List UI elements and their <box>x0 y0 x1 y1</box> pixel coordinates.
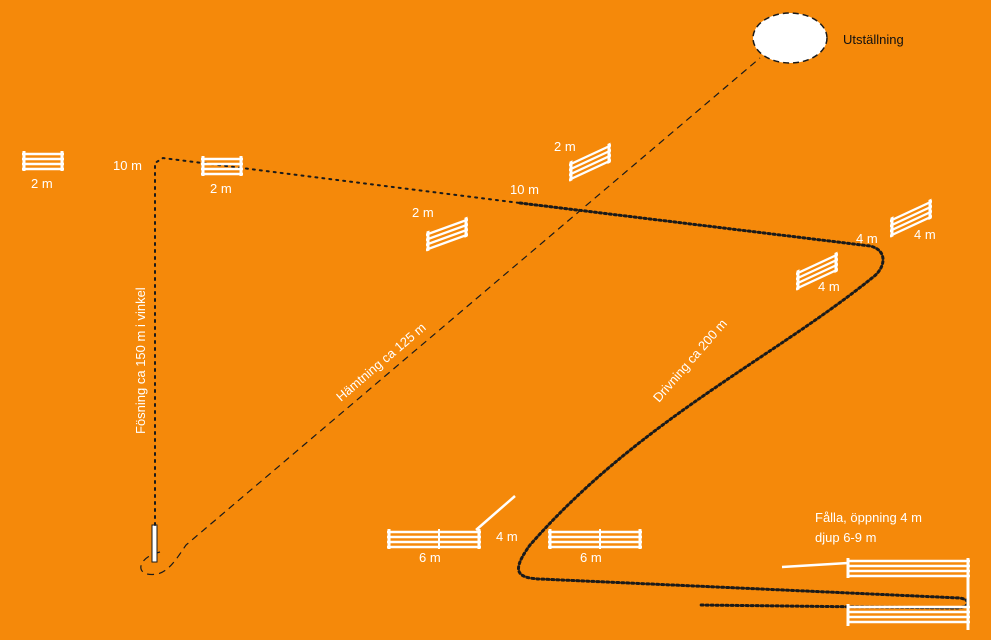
start-post <box>151 524 158 563</box>
fetch-path <box>154 156 521 526</box>
gap-4m-right: 4 m <box>856 231 878 246</box>
exhibition-area <box>752 12 828 64</box>
gather-label: Hämtning ca 125 m <box>333 320 428 405</box>
gather-path <box>140 57 761 576</box>
fence-label-top-left: 2 m <box>210 181 232 196</box>
distance-10m-mid: 10 m <box>510 182 539 197</box>
exhibition-label: Utställning <box>843 32 904 47</box>
fence-label-right-lower: 4 m <box>818 279 840 294</box>
fetch-label: Fösning ca 150 m i vinkel <box>133 287 148 434</box>
gap-4m-bottom: 4 m <box>496 529 518 544</box>
fence-label-far-left: 2 m <box>31 176 53 191</box>
fence-label-upper-right: 2 m <box>554 139 576 154</box>
fence-top-left <box>199 154 245 178</box>
distance-10m-left: 10 m <box>113 158 142 173</box>
fence-label-right-upper: 4 m <box>914 227 936 242</box>
fence-middle <box>424 214 470 254</box>
drive-label: Drivning ca 200 m <box>650 316 730 405</box>
fence-label-bottom-left: 6 m <box>419 550 441 565</box>
pen-label-line1: Fålla, öppning 4 m <box>815 510 922 525</box>
fence-bottom-left <box>385 527 483 551</box>
fence-label-middle: 2 m <box>412 205 434 220</box>
fence-bottom-right <box>546 527 644 551</box>
pen <box>781 558 970 630</box>
drive-path <box>517 201 970 610</box>
fence-label-bottom-right: 6 m <box>580 550 602 565</box>
pen-label-line2: djup 6-9 m <box>815 530 876 545</box>
gate-line <box>475 495 516 531</box>
fence-far-left <box>20 149 66 173</box>
